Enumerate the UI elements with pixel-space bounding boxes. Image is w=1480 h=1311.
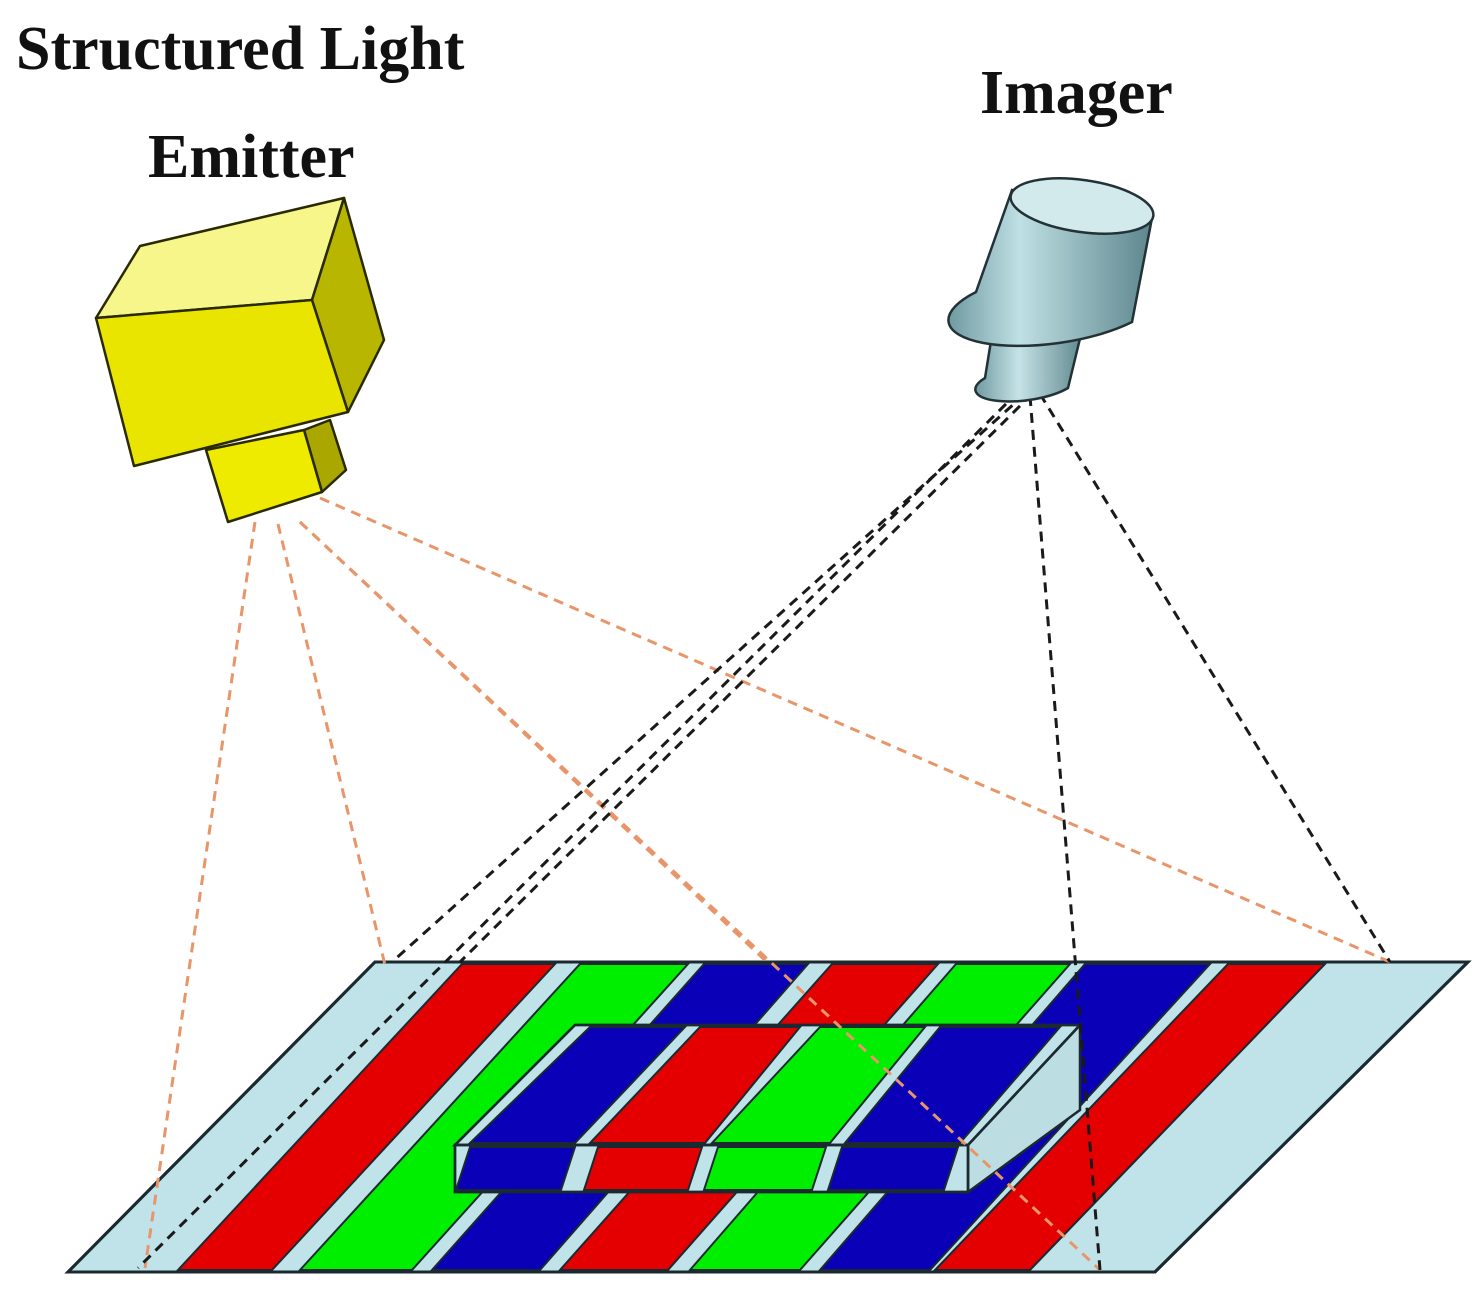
- object-front-stripe-3: [702, 1146, 828, 1191]
- object-top-stripe-4: [842, 1026, 1063, 1144]
- emitter-ray-3: [298, 520, 772, 967]
- object-front-stripes: [454, 1146, 960, 1191]
- object-front-outline: [453, 1143, 970, 1194]
- emitter-body-front: [94, 298, 350, 468]
- imager-title: Imager: [980, 59, 1173, 127]
- imager-ray-5: [1038, 393, 1392, 963]
- emitter-device: [94, 196, 386, 524]
- emitter-ray-5: [298, 520, 1102, 1272]
- imager-ray-1: [136, 390, 1020, 1270]
- emitter-title-line2: Emitter: [148, 123, 355, 191]
- object-front-stripe-2: [582, 1146, 704, 1191]
- emitter-rays: [143, 496, 1391, 1272]
- emitter-ray-1: [143, 521, 257, 1269]
- imager-top: [1009, 177, 1155, 235]
- imager-rays: [136, 390, 1392, 1271]
- plane-stripe-7: [932, 963, 1328, 1271]
- imager-ray-2: [390, 392, 1027, 964]
- object-front-stripe-1: [454, 1146, 577, 1191]
- plane-stripe-1: [175, 963, 558, 1271]
- emitter-ray-4: [319, 496, 1391, 964]
- raised-object: [451, 1021, 1083, 1195]
- emitter-title-line1: Structured Light: [16, 15, 465, 83]
- object-top-stripe-1: [467, 1026, 688, 1144]
- plane-outline: [64, 960, 1472, 1274]
- imager-device: [947, 177, 1155, 403]
- emitter-lens-front: [204, 428, 324, 524]
- object-front-stripe-4: [826, 1146, 960, 1191]
- emitter-ray-2: [276, 523, 387, 966]
- object-top-stripe-2: [587, 1026, 803, 1144]
- imager-ray-3: [458, 392, 1034, 964]
